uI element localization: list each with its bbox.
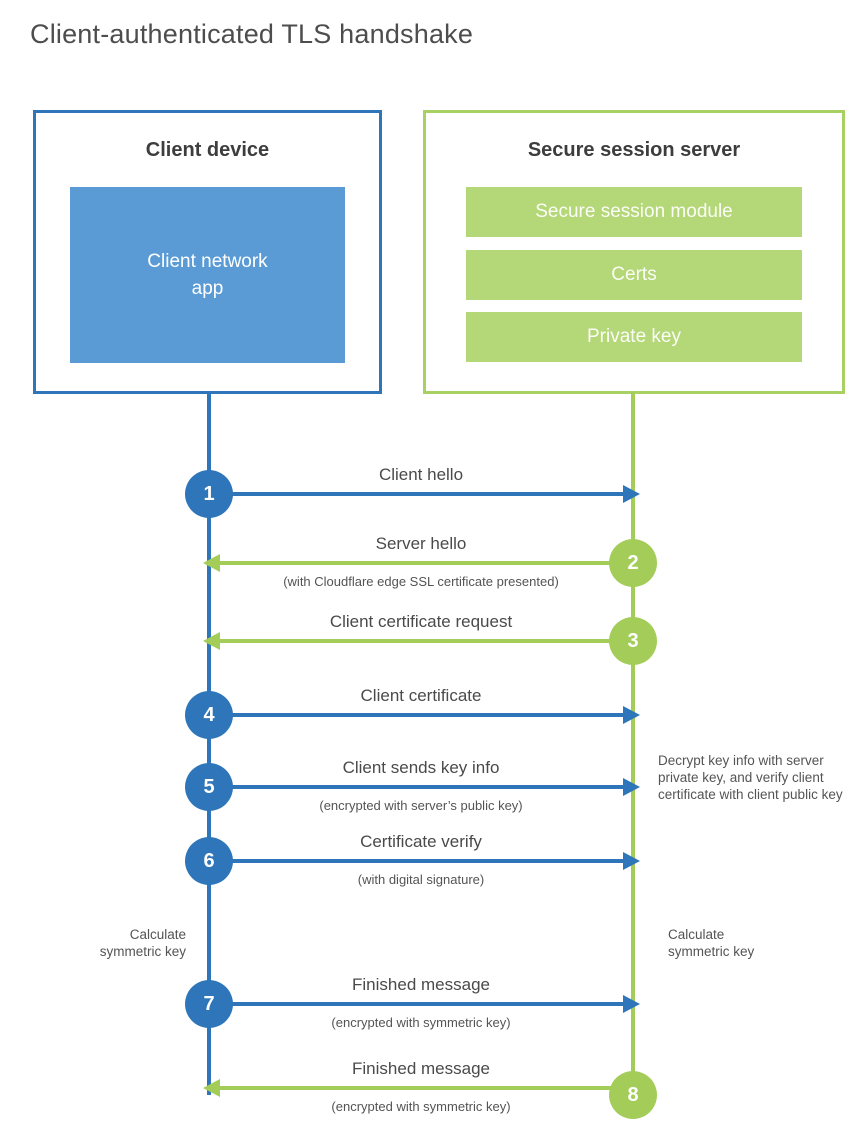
arrow-right-icon [623,485,640,503]
page-title: Client-authenticated TLS handshake [30,19,474,49]
step-label: Finished message [352,1059,490,1078]
arrow-right-icon [623,706,640,724]
step-number-badge: 8 [609,1071,657,1119]
step-label: Certificate verify [360,832,482,851]
arrow-line [209,492,623,496]
step-label: Server hello [375,534,467,553]
server-module-secure-session: Secure session module [466,187,802,237]
server-lifeline [631,392,635,1094]
step-label: Finished message [352,975,490,994]
arrow-left-icon [203,1079,220,1097]
server-module-certs: Certs [466,250,802,300]
client-network-app-box: Client network app [70,187,345,363]
arrow-line [219,639,633,643]
step-number-badge: 3 [609,617,657,665]
step-label: Client certificate [360,686,482,705]
secure-session-server-box: Secure session server Secure session mod… [423,110,845,394]
step-number-badge: 1 [185,470,233,518]
step-number-badge: 6 [185,837,233,885]
step-number-badge: 2 [609,539,657,587]
arrow-line [219,1086,633,1090]
client-device-box: Client device Client network app [33,110,382,394]
server-decrypt-key-info-note: Decrypt key info with server private key… [658,753,843,802]
step-label: Client hello [378,465,464,484]
arrow-line [209,785,623,789]
arrow-line [209,1002,623,1006]
step-sublabel: (with Cloudflare edge SSL certificate pr… [283,574,559,589]
step-sublabel: (encrypted with symmetric key) [331,1099,511,1114]
client-device-title: Client device [145,139,270,161]
arrow-right-icon [623,995,640,1013]
client-calculate-symmetric-key-note: Calculate symmetric key [99,927,186,959]
arrow-line [209,859,623,863]
server-calculate-symmetric-key-note: Calculate symmetric key [668,927,755,959]
arrow-right-icon [623,778,640,796]
step-number-badge: 5 [185,763,233,811]
arrow-line [219,561,633,565]
step-label: Client certificate request [329,612,513,631]
step-label: Client sends key info [342,758,500,777]
arrow-left-icon [203,554,220,572]
arrow-right-icon [623,852,640,870]
step-sublabel: (with digital signature) [357,872,485,887]
server-module-private-key: Private key [466,312,802,362]
client-lifeline [207,392,211,1095]
secure-session-server-title: Secure session server [527,139,741,161]
step-sublabel: (encrypted with symmetric key) [331,1015,511,1030]
step-number-badge: 7 [185,980,233,1028]
step-number-badge: 4 [185,691,233,739]
arrow-line [209,713,623,717]
step-sublabel: (encrypted with server’s public key) [319,798,523,813]
arrow-left-icon [203,632,220,650]
